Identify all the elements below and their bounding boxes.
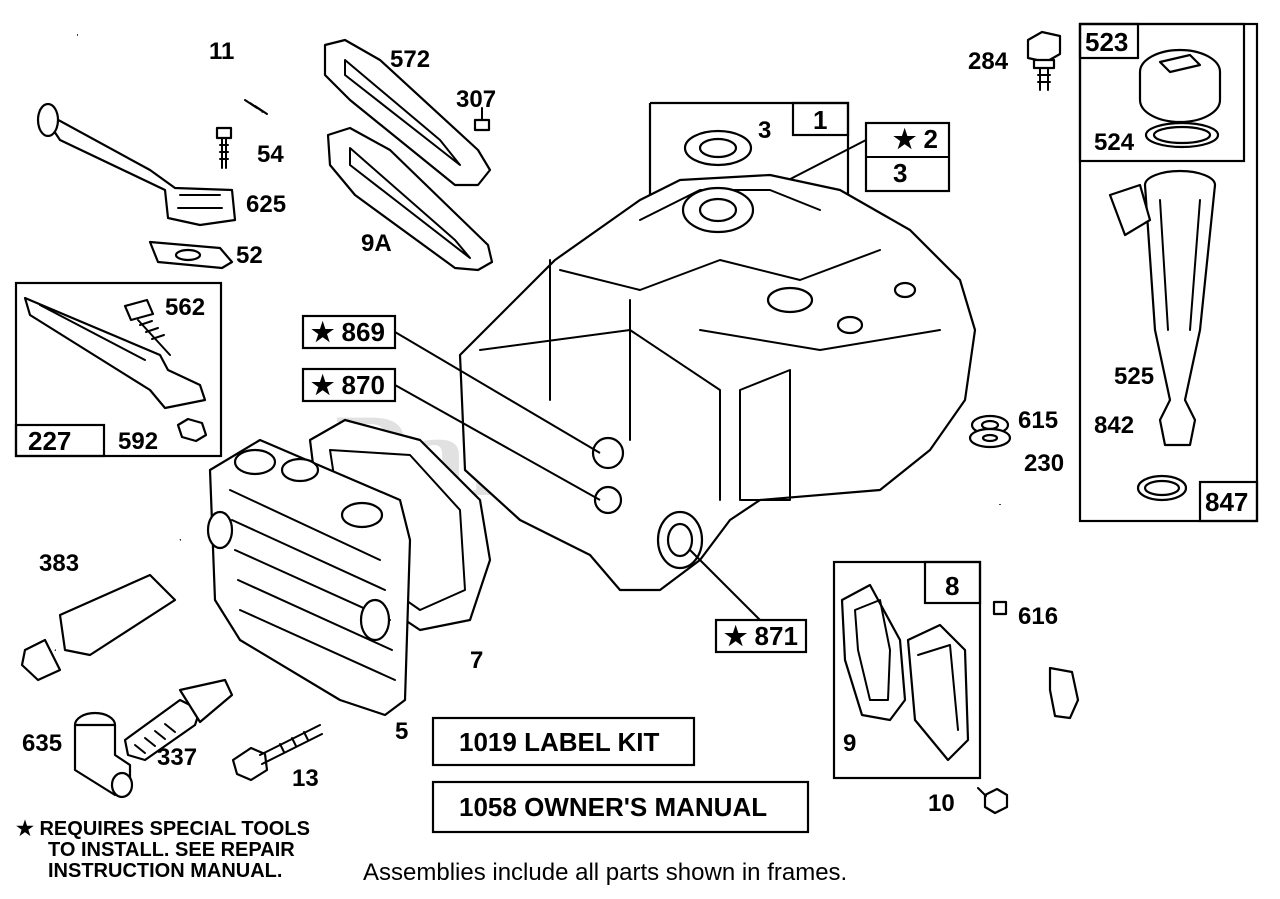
label-524: 524: [1094, 129, 1135, 156]
o-ring-part-842: [1136, 474, 1188, 502]
spark-plug-wrench-part-383: [20, 537, 182, 682]
label-592: 592: [118, 428, 158, 455]
frame-assembly-227: [14, 281, 223, 458]
dipstick-part-616: [992, 504, 1080, 720]
label-847: 847: [1205, 487, 1248, 517]
frame-assembly-8: [832, 560, 982, 780]
label-kit-box: [431, 716, 696, 767]
frame-assembly-847: [1078, 22, 1259, 523]
spark-plug-part-337: [123, 678, 234, 762]
assemblies-note: Assemblies include all parts shown in fr…: [363, 859, 847, 886]
label-337: 337: [157, 744, 197, 771]
washer-part-230: [968, 427, 1012, 449]
label-13: 13: [292, 765, 319, 792]
seal-part-3: [683, 129, 753, 167]
label-54: 54: [257, 141, 284, 168]
label-307: 307: [456, 86, 496, 113]
special-tools-note-line2: TO INSTALL. SEE REPAIR: [48, 839, 295, 861]
crankcase-part: [458, 173, 977, 592]
label-9: 9: [843, 730, 856, 757]
screw-part-307: [473, 107, 491, 132]
label-8: 8: [945, 571, 959, 601]
fill-tube-part-525: [1108, 169, 1217, 447]
label-3-box: 3: [893, 158, 907, 188]
label-615: 615: [1018, 407, 1058, 434]
special-tools-note-line1: ★ REQUIRES SPECIAL TOOLS: [16, 818, 310, 840]
label-572: 572: [390, 46, 430, 73]
label-230: 230: [1024, 450, 1064, 477]
label-871: ★ 871: [724, 621, 798, 651]
spark-plug-boot-part-635: [73, 711, 134, 799]
callout-870: [301, 367, 601, 501]
owners-manual-box: [431, 780, 810, 834]
callout-871: [689, 549, 808, 654]
label-7: 7: [470, 647, 483, 674]
label-1: 1: [813, 105, 827, 135]
callout-869: [301, 314, 601, 454]
cylinder-head-part-5: [206, 438, 412, 717]
special-tools-note-line3: INSTRUCTION MANUAL.: [48, 860, 282, 882]
label-842: 842: [1094, 412, 1134, 439]
label-625: 625: [246, 191, 286, 218]
bolt-part-13: [231, 724, 323, 782]
label-562: 562: [165, 294, 205, 321]
label-616: 616: [1018, 603, 1058, 630]
label-635: 635: [22, 730, 62, 757]
dipstick-tube-part-11: [77, 32, 268, 115]
screw-part-10: [977, 787, 1009, 815]
label-383: 383: [39, 550, 79, 577]
gasket-part-572: [323, 38, 492, 187]
label-523: 523: [1085, 27, 1128, 57]
o-ring-part-524: [1144, 121, 1220, 149]
gasket-part-52: [148, 240, 234, 270]
label-11: 11: [209, 38, 234, 65]
label-10: 10: [928, 790, 955, 817]
owners-manual-text: 1058 OWNER'S MANUAL: [459, 792, 767, 822]
label-3-seal: 3: [758, 117, 771, 144]
label-5: 5: [395, 718, 408, 745]
label-525: 525: [1114, 363, 1154, 390]
bolt-part-284: [1026, 30, 1062, 91]
label-869: ★ 869: [311, 317, 385, 347]
gasket-part-9A: [326, 126, 494, 272]
label-2: ★ 2: [893, 124, 938, 154]
frame-assembly-1: [648, 101, 850, 205]
label-52: 52: [236, 242, 263, 269]
screw-part-54: [215, 126, 233, 169]
label-9A: 9A: [361, 230, 392, 257]
breather-tube-part-625: [36, 102, 237, 227]
oil-cap-part-523: [1138, 48, 1222, 124]
label-284: 284: [968, 48, 1009, 75]
label-870: ★ 870: [311, 370, 385, 400]
label-227: 227: [28, 426, 71, 456]
label-kit-text: 1019 LABEL KIT: [459, 727, 659, 757]
